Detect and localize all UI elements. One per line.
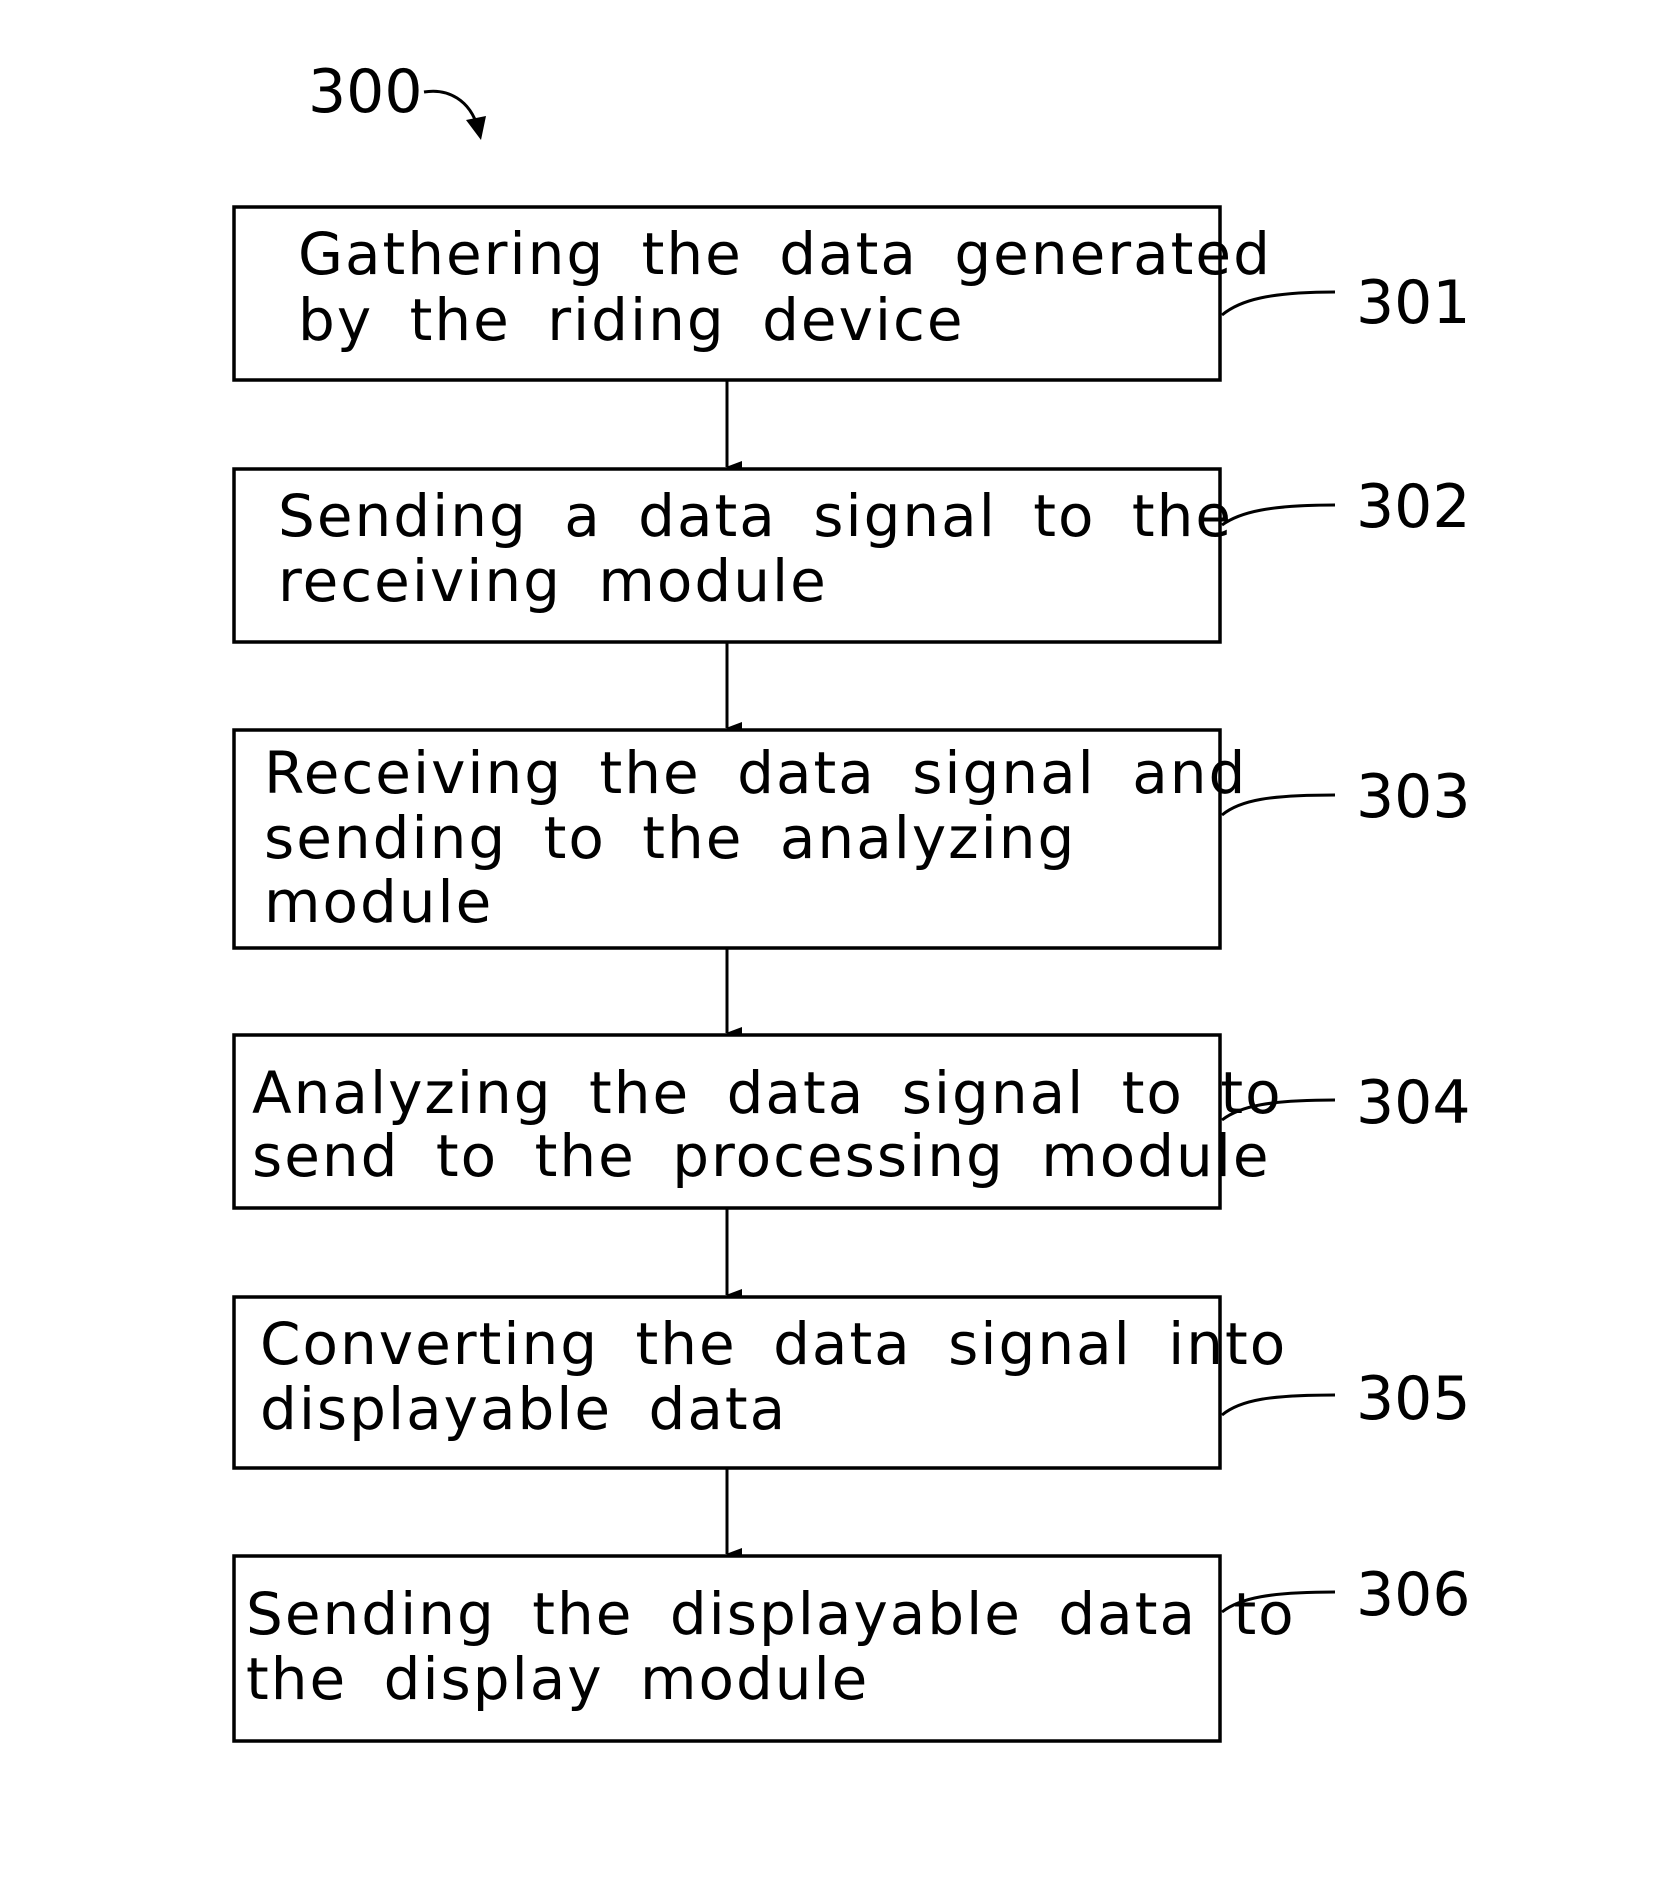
ref-number: 301 [1356, 268, 1471, 338]
step-306: Sending the displayable data to the disp… [234, 1556, 1471, 1741]
step-text-line: sending to the analyzing [264, 804, 1076, 872]
step-301: Gathering the data generated by the ridi… [234, 207, 1471, 380]
step-text-line: Receiving the data signal and [264, 739, 1247, 807]
leader-line [1222, 505, 1335, 525]
ref-number: 305 [1356, 1364, 1471, 1434]
ref-number: 304 [1356, 1068, 1471, 1138]
leader-line [1222, 1395, 1335, 1415]
figure-label: 300 [308, 57, 423, 127]
step-text-line: Sending a data signal to the [278, 482, 1233, 550]
step-text-line: Gathering the data generated [298, 220, 1272, 288]
leader-line [1222, 292, 1335, 315]
step-text-line: Converting the data signal into [260, 1310, 1287, 1378]
step-text-line: displayable data [260, 1375, 787, 1443]
ref-number: 303 [1356, 762, 1471, 832]
step-303: Receiving the data signal and sending to… [234, 730, 1471, 948]
step-text-line: Sending the displayable data to [246, 1580, 1296, 1648]
figure-label-arrowhead [466, 116, 486, 140]
step-text-line: receiving module [278, 547, 828, 615]
step-302: Sending a data signal to the receiving m… [234, 469, 1471, 642]
step-text-line: module [264, 868, 493, 936]
ref-number: 302 [1356, 472, 1471, 542]
step-305: Converting the data signal into displaya… [234, 1297, 1471, 1468]
step-text-line: Analyzing the data signal to to [252, 1059, 1283, 1127]
step-text-line: by the riding device [298, 286, 965, 354]
ref-number: 306 [1356, 1560, 1471, 1630]
step-text-line: send to the processing module [252, 1122, 1271, 1190]
step-text-line: the display module [246, 1645, 869, 1713]
step-304: Analyzing the data signal to to send to … [234, 1035, 1471, 1208]
